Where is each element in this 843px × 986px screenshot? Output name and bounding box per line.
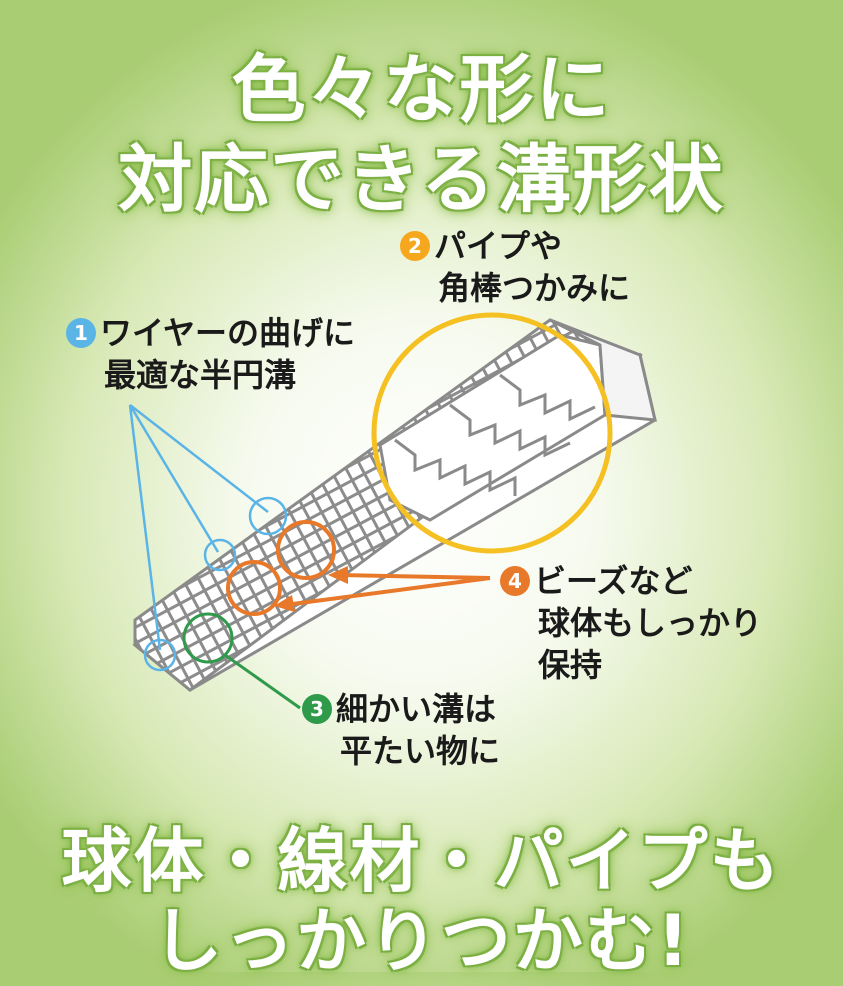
callout-4-number-badge: 4 <box>500 566 530 596</box>
callout-1-line-1: ワイヤーの曲げに <box>100 314 356 352</box>
callout-3-line-1: 細かい溝は <box>336 690 497 728</box>
callout-1-number-badge: 1 <box>66 318 96 348</box>
headline-line-2: 対応できる溝形状 <box>118 137 725 223</box>
callout-2-number-badge: 2 <box>400 231 430 261</box>
callout-2-line-1: パイプや <box>434 227 563 265</box>
callout-4-line-1: ビーズなど <box>534 562 693 600</box>
callout-4-line-3: 保持 <box>538 646 603 684</box>
footer-line-1: 球体・線材・パイプも <box>61 820 782 902</box>
footer-line-2: しっかりつかむ! <box>152 900 691 982</box>
callout-3-number-badge: 3 <box>302 694 332 724</box>
callout-1-line-2: 最適な半円溝 <box>104 356 297 394</box>
callout-4-markers <box>226 520 491 616</box>
callout-4-line-2: 球体もしっかり <box>538 604 763 642</box>
headline-line-1: 色々な形に <box>231 47 612 133</box>
callout-3-marker <box>182 612 301 710</box>
callout-2-highlight-circle <box>371 312 613 554</box>
callout-1-leader-lines <box>128 404 288 672</box>
callout-2-line-2: 角棒つかみに <box>438 269 631 307</box>
callout-3-line-2: 平たい物に <box>340 732 501 770</box>
